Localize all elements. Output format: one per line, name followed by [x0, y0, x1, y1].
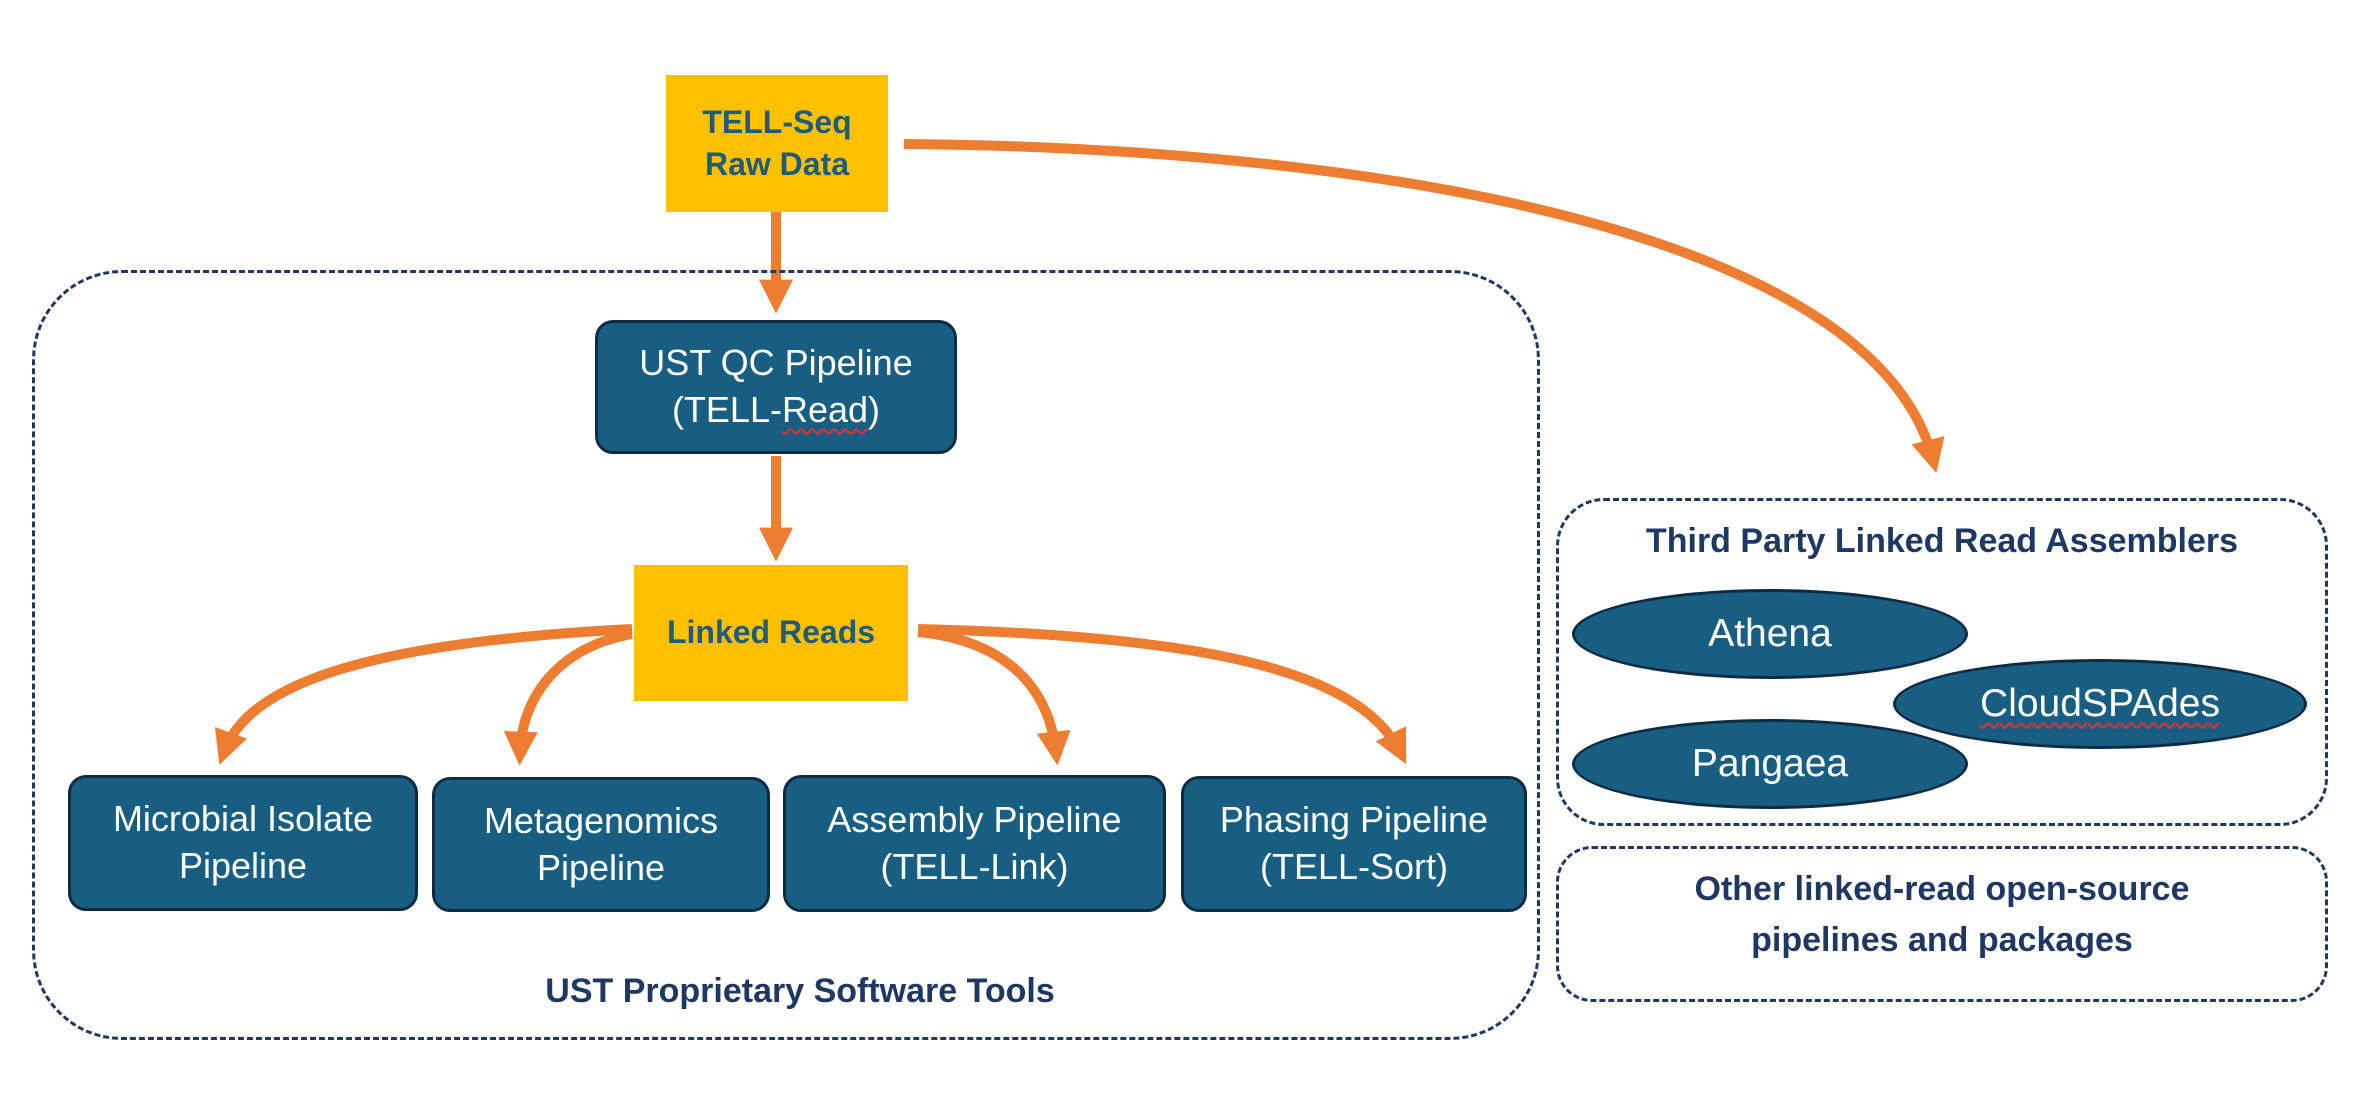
assembler-cloudspades: CloudSPAdes: [1893, 659, 2307, 749]
phasing-line1: Phasing Pipeline: [1219, 799, 1489, 841]
linked-reads-node: Linked Reads: [634, 565, 908, 701]
phasing-line2: (TELL-Sort): [1259, 846, 1449, 887]
other-packages-label: Other linked-read open-source pipelines …: [1560, 864, 2324, 966]
qc-pipeline-line1: UST QC Pipeline: [639, 342, 913, 384]
metagenomics-line1: Metagenomics: [483, 799, 719, 841]
arrow-raw-to-third-party: [903, 139, 1945, 474]
proprietary-tools-label: UST Proprietary Software Tools: [545, 972, 1055, 1010]
third-party-assemblers-group: [1556, 498, 2328, 826]
assembler-pangaea: Pangaea: [1572, 719, 1968, 809]
raw-data-line2: Raw Data: [704, 145, 850, 182]
proprietary-tools-group: [32, 270, 1540, 1040]
qc-pipeline-node: UST QC Pipeline (TELL-Read): [595, 320, 957, 454]
raw-data-line1: TELL-Seq: [702, 103, 852, 140]
assembly-line2: (TELL-Link): [880, 845, 1069, 887]
phasing-pipeline-node: Phasing Pipeline (TELL-Sort): [1181, 776, 1527, 912]
other-packages-line2: pipelines and packages: [1751, 921, 2133, 959]
microbial-line2: Pipeline: [178, 845, 308, 886]
qc-pipeline-line2: (TELL-Read): [671, 389, 881, 430]
microbial-line1: Microbial Isolate: [112, 798, 374, 840]
raw-data-node: TELL-Seq Raw Data: [666, 75, 888, 212]
linked-reads-label: Linked Reads: [666, 614, 876, 651]
other-packages-group: [1556, 846, 2328, 1002]
spellcheck-underline: CloudSPAdes: [1980, 682, 2220, 725]
assembler-athena: Athena: [1572, 589, 1968, 679]
third-party-assemblers-label: Third Party Linked Read Assemblers: [1645, 522, 2239, 560]
microbial-isolate-node: Microbial Isolate Pipeline: [68, 775, 418, 911]
arrow-linked-to-phasing: [917, 624, 1407, 765]
spellcheck-underline: Read: [781, 389, 869, 430]
arrow-linked-to-metagenomics: [503, 629, 633, 766]
metagenomics-node: Metagenomics Pipeline: [432, 777, 770, 912]
arrow-linked-to-assembly: [917, 627, 1071, 766]
arrow-linked-to-microbial: [214, 624, 633, 765]
other-packages-line1: Other linked-read open-source: [1694, 870, 2190, 908]
assembly-line1: Assembly Pipeline: [827, 798, 1122, 840]
metagenomics-line2: Pipeline: [536, 846, 666, 888]
assembly-pipeline-node: Assembly Pipeline (TELL-Link): [783, 775, 1166, 912]
